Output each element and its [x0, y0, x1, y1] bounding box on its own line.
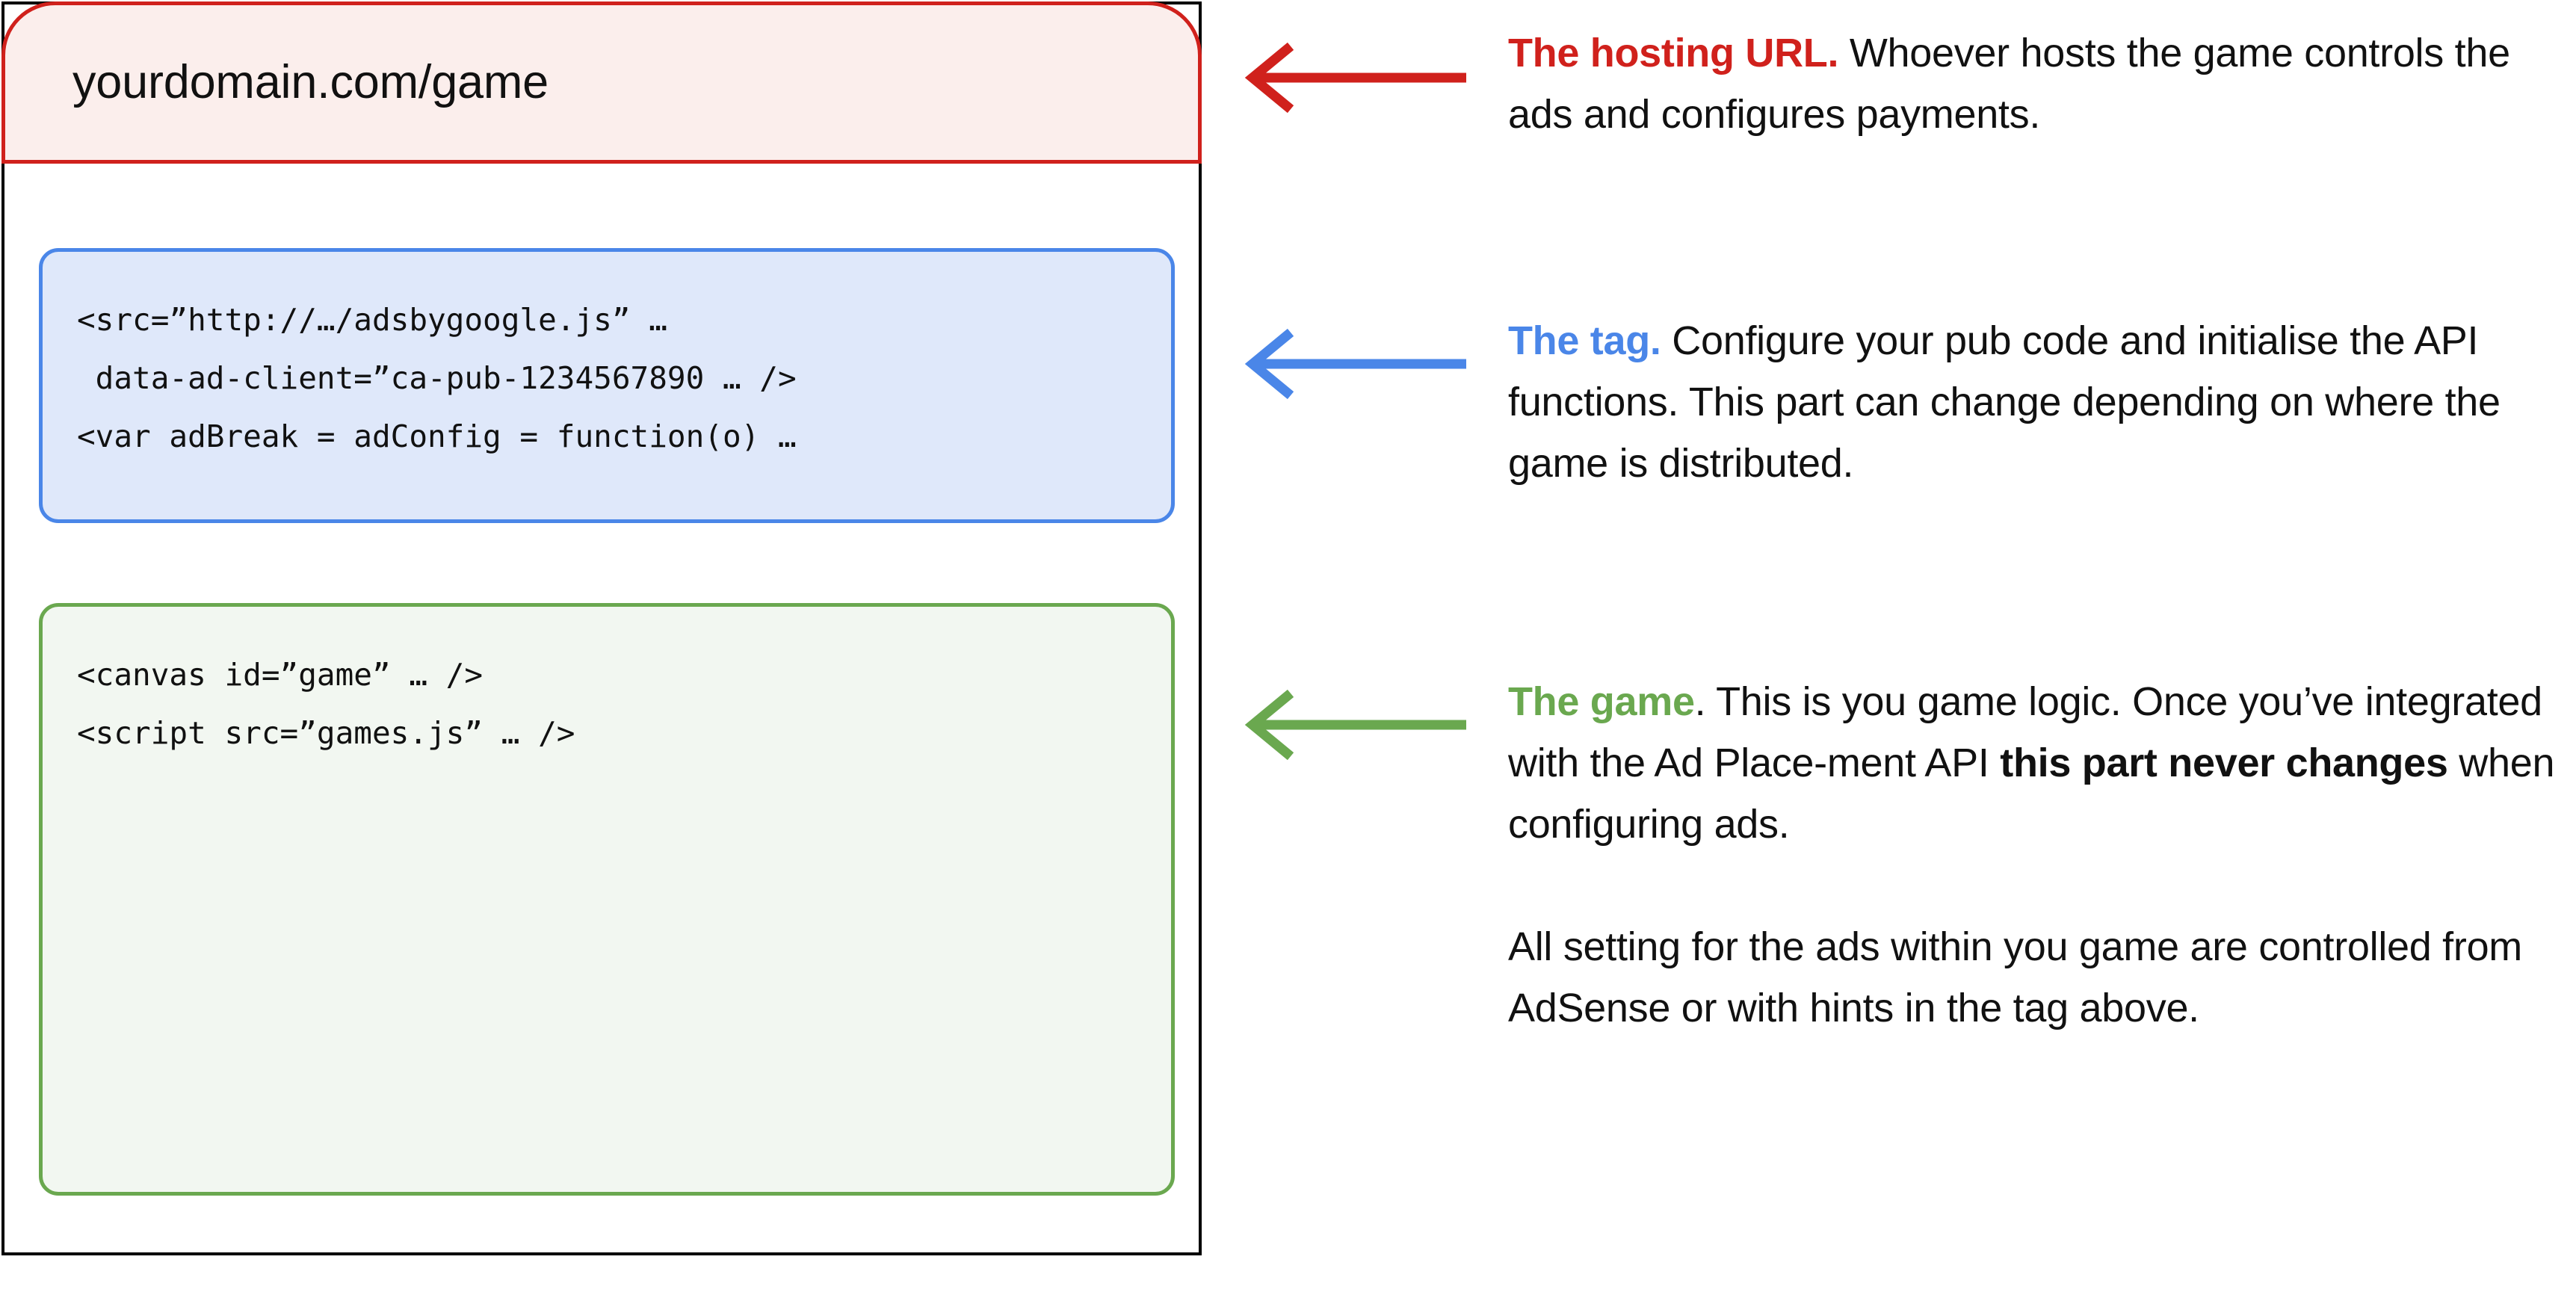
annotation-text: The tag. Configure your pub code and ini… — [1508, 310, 2576, 494]
annotation-body-emphasis: this part never changes — [2000, 741, 2448, 785]
annotation-body-part-1: This is you game logic. Once you’ve inte… — [1508, 679, 2542, 785]
annotation-body: Whoever hosts the game controls the ads … — [1508, 31, 2510, 137]
annotation-body: Configure your pub code and initialise t… — [1508, 318, 2501, 486]
page-url-text: yourdomain.com/game — [72, 56, 549, 108]
left-arrow-icon — [1241, 689, 1466, 761]
annotation-body-part-2: when configuring ads. — [1508, 741, 2555, 847]
tag-code-block: <src=”http://…/adsbygoogle.js” … data-ad… — [39, 248, 1175, 523]
code-line: <var adBreak = adConfig = function(o) … — [77, 418, 797, 454]
annotation-lead-period: . — [1694, 679, 1706, 724]
code-line: <canvas id=”game” … /> — [77, 657, 484, 693]
paragraph-spacer — [1508, 855, 2576, 916]
page-card: yourdomain.com/game <src=”http://…/adsby… — [1, 1, 1202, 1255]
url-header-bar: yourdomain.com/game — [1, 1, 1202, 164]
annotation-lead: The game — [1508, 679, 1695, 724]
left-arrow-icon — [1241, 42, 1466, 114]
left-arrow-icon — [1241, 328, 1466, 400]
annotation-text: The hosting URL. Whoever hosts the game … — [1508, 22, 2576, 145]
annotation-lead: The tag. — [1508, 318, 1661, 363]
code-line: <src=”http://…/adsbygoogle.js” … — [77, 302, 667, 338]
annotation-lead: The hosting URL. — [1508, 31, 1839, 75]
code-line: data-ad-client=”ca-pub-1234567890 … /> — [77, 360, 797, 396]
annotation-paragraph-2: All setting for the ads within you game … — [1508, 924, 2522, 1030]
game-code-block: <canvas id=”game” … /> <script src=”game… — [39, 603, 1175, 1196]
annotation-text: The game. This is you game logic. Once y… — [1508, 671, 2576, 1039]
code-line: <script src=”games.js” … /> — [77, 715, 575, 751]
